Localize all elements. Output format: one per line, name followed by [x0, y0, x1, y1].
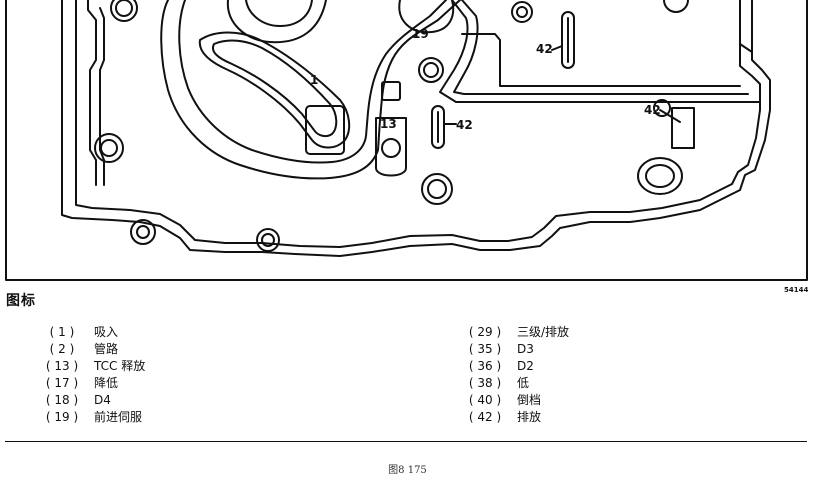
frame — [5, 0, 808, 281]
part-number: 54144 — [784, 286, 808, 294]
left-edge-detail-2 — [99, 7, 105, 186]
legend-label: 低 — [517, 376, 530, 390]
legend-item: ( 38 ) 低 — [453, 375, 569, 392]
legend-label: D4 — [94, 393, 111, 407]
callout-42-upper: 42 — [536, 42, 553, 56]
small-block — [381, 81, 401, 101]
slot-42-middle — [431, 105, 445, 149]
right-upper-edge-2 — [739, 0, 753, 53]
legend-code: ( 18 ) — [45, 393, 79, 407]
valve-body-drawing: 1 19 13 42 42 42 54144 — [5, 0, 808, 294]
legend-item: ( 40 ) 倒档 — [453, 392, 569, 409]
legend-item: ( 13 ) TCC 释放 — [30, 358, 145, 375]
legend-code: ( 17 ) — [45, 376, 79, 390]
legend-divider — [5, 441, 807, 442]
callout-42-middle: 42 — [456, 118, 473, 132]
legend-code: ( 13 ) — [45, 359, 79, 373]
bolt-hole — [130, 219, 156, 245]
bolt-hole — [421, 173, 453, 205]
legend-title: 图标 — [6, 293, 36, 309]
legend-column-right: ( 29 ) 三级/排放 ( 35 ) D3 ( 36 ) D2 ( 38 ) 低 ( … — [453, 324, 569, 426]
valve-body-diagram: 1 19 13 42 42 42 54144 — [5, 0, 808, 294]
legend-label: D3 — [517, 342, 534, 356]
square-pocket — [305, 105, 345, 155]
bolt-hole — [94, 133, 124, 163]
bolt-hole — [418, 57, 444, 83]
legend-label: D2 — [517, 359, 534, 373]
plate-outline-outer — [61, 0, 771, 257]
legend-code: ( 40 ) — [468, 393, 502, 407]
legend-label: 降低 — [94, 376, 119, 390]
slot-42-upper — [561, 11, 575, 69]
legend-code: ( 36 ) — [468, 359, 502, 373]
leader-42-right — [659, 109, 681, 123]
legend-code: ( 42 ) — [468, 410, 502, 424]
legend-label: 管路 — [94, 342, 119, 356]
legend-item: ( 35 ) D3 — [453, 341, 569, 358]
rib-19 — [398, 0, 455, 34]
legend-label: 排放 — [517, 410, 542, 424]
left-edge-detail — [87, 0, 97, 186]
legend-item: ( 19 ) 前进伺服 — [30, 409, 145, 426]
callout-19: 19 — [412, 27, 429, 41]
legend-item: ( 36 ) D2 — [453, 358, 569, 375]
plate-outline-inner — [75, 0, 761, 248]
bolt-hole — [653, 99, 671, 117]
bolt-hole — [256, 228, 280, 252]
bolt-hole — [663, 0, 689, 13]
legend-label: 吸入 — [94, 325, 119, 339]
legend-column-left: ( 1 ) 吸入 ( 2 ) 管路 ( 13 ) TCC 释放 ( 17 ) 降低 ( … — [30, 324, 145, 426]
legend-item: ( 2 ) 管路 — [30, 341, 145, 358]
legend-code: ( 35 ) — [468, 342, 502, 356]
legend-item: ( 1 ) 吸入 — [30, 324, 145, 341]
rib-19-lower — [439, 0, 761, 103]
legend-label: 前进伺服 — [94, 410, 143, 424]
bolt-hole — [511, 1, 533, 23]
passage-1-outer — [160, 0, 461, 180]
legend-item: ( 29 ) 三级/排放 — [453, 324, 569, 341]
pocket-13 — [375, 117, 407, 177]
legend-code: ( 29 ) — [468, 325, 502, 339]
legend-label: 三级/排放 — [517, 325, 570, 339]
legend-code: ( 19 ) — [45, 410, 79, 424]
legend-label: 倒档 — [517, 393, 542, 407]
callout-42-right: 42 — [644, 103, 661, 117]
rib-19-lower-inner — [453, 0, 749, 95]
slot-42-right — [671, 107, 695, 149]
passage-1-inner — [178, 0, 447, 164]
leader-42-upper — [551, 45, 563, 51]
legend-item: ( 18 ) D4 — [30, 392, 145, 409]
legend-code: ( 2 ) — [49, 342, 75, 356]
bolt-hole — [381, 138, 401, 158]
upper-lobe — [226, 0, 327, 44]
legend-item: ( 42 ) 排放 — [453, 409, 569, 426]
bolt-hole — [637, 157, 683, 195]
upper-lobe-inner — [245, 0, 313, 27]
channel-arm-inner — [212, 39, 338, 138]
callout-1: 1 — [310, 73, 318, 87]
legend-code: ( 1 ) — [49, 325, 75, 339]
bolt-hole — [110, 0, 138, 22]
legend-label: TCC 释放 — [94, 359, 146, 373]
callout-13: 13 — [380, 117, 397, 131]
figure-caption: 图8 175 — [388, 465, 427, 476]
legend-code: ( 38 ) — [468, 376, 502, 390]
legend-item: ( 17 ) 降低 — [30, 375, 145, 392]
right-upper-edge — [461, 33, 741, 87]
